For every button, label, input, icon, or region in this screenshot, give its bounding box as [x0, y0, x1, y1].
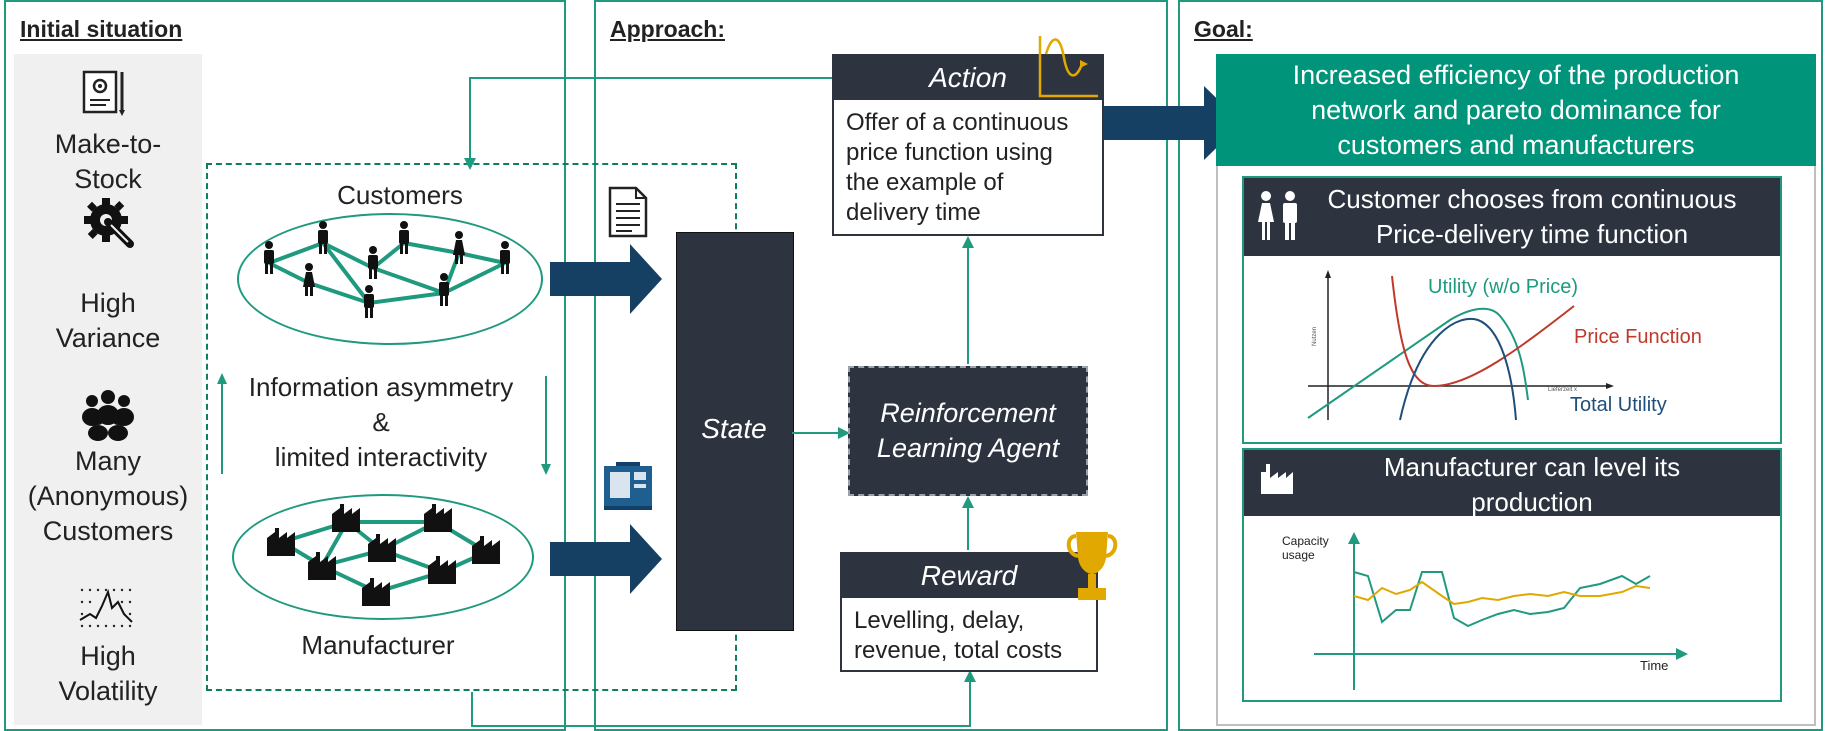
agent-to-action-arrow [962, 236, 974, 364]
feedback-arrow [464, 77, 832, 170]
initial-situation-heading: Initial situation [20, 16, 183, 42]
manufacturer-goal-line: production [1471, 487, 1593, 517]
time-axis-label: Time [1640, 658, 1669, 673]
customer-goal-card: Customer chooses from continuous Price-d… [1242, 176, 1782, 444]
sidebar-label-line: Stock [74, 164, 142, 194]
manufacturer-goal-line: Manufacturer can level its [1383, 452, 1681, 482]
capacity-usage-label: Capacity usage [1282, 534, 1329, 562]
sidebar-item-high-variance: High Variance [14, 286, 202, 356]
asymmetry-line: Information asymmetry [248, 372, 514, 402]
document-gear-icon [82, 70, 125, 116]
volatility-chart-icon [79, 588, 133, 628]
factory-icons [267, 504, 500, 606]
state-to-agent-arrow [792, 427, 850, 439]
price-function-label: Price Function [1574, 326, 1702, 348]
sidebar-label-line: High [80, 288, 136, 318]
sidebar-label-line: Make-to- [54, 129, 162, 159]
capacity-series-gold [1353, 580, 1651, 606]
information-asymmetry-text: Information asymmetry & limited interact… [228, 370, 534, 475]
sidebar-item-many-customers: Many (Anonymous) Customers [14, 444, 202, 549]
goal-summary-line: network and pareto dominance for [1311, 95, 1721, 125]
manufacturer-to-state-arrow [550, 524, 662, 594]
wrench-gear-icon [84, 198, 134, 248]
document-icon [608, 186, 648, 238]
goal-heading: Goal: [1194, 16, 1253, 42]
customers-ellipse [237, 213, 543, 345]
reward-box: Reward Levelling, delay, revenue, total … [840, 552, 1098, 672]
manufacturer-ellipse [232, 494, 534, 620]
customer-person-icons [264, 221, 510, 318]
sidebar-item-high-volatility: High Volatility [14, 639, 202, 709]
manufacturer-network-graph [267, 504, 500, 606]
agent-label-line: Learning Agent [876, 433, 1060, 463]
reward-feedback-line [471, 670, 976, 727]
utility-curve [1307, 307, 1529, 419]
action-title: Action [834, 56, 1102, 100]
reward-body-line: revenue, total costs [854, 637, 1063, 664]
rl-agent-box [848, 366, 1088, 496]
utility-chart [1307, 270, 1614, 421]
goal-summary-line: Increased efficiency of the production [1292, 60, 1740, 90]
price-curve-icon [1038, 36, 1098, 98]
customer-goal-header: Customer chooses from continuous Price-d… [1244, 178, 1780, 256]
customers-label: Customers [337, 180, 463, 210]
sidebar-label-line: Variance [55, 323, 161, 353]
reward-body: Levelling, delay, revenue, total costs [854, 606, 1088, 666]
price-curve [1391, 275, 1575, 388]
reward-body-line: Levelling, delay, [854, 607, 1025, 634]
manufacturer-label: Manufacturer [301, 630, 455, 660]
customers-to-state-arrow [550, 244, 662, 314]
customer-network-graph [264, 221, 510, 318]
state-label: State [701, 413, 767, 444]
sidebar-label-line: Many [74, 446, 142, 476]
reward-to-agent-arrow [962, 496, 974, 550]
utility-chart-y-axis-label: Nutzen [1312, 326, 1318, 346]
goal-content-frame [1216, 166, 1816, 726]
reward-title: Reward [842, 554, 1096, 598]
utility-label: Utility (w/o Price) [1428, 276, 1579, 298]
couple-icon [1258, 191, 1297, 240]
capacity-label-line: Capacity [1282, 534, 1329, 548]
goal-summary-banner: Increased efficiency of the production n… [1216, 54, 1816, 166]
sidebar-item-make-to-stock: Make-to- Stock [14, 127, 202, 197]
initial-situation-panel [4, 0, 566, 731]
trophy-icon [1066, 532, 1118, 600]
machine-icon [604, 462, 652, 510]
factory-icon [1261, 464, 1293, 494]
state-box [676, 232, 794, 631]
sidebar-label-line: High [80, 641, 136, 671]
rl-agent-label: Reinforcement Learning Agent [848, 396, 1088, 466]
sidebar-label-line: Volatility [58, 676, 158, 706]
asymmetry-line: & [372, 407, 390, 437]
action-body-line: delivery time [846, 199, 981, 226]
initial-situation-sidebar: Make-to- Stock High Variance Many (Ano [14, 54, 202, 725]
manufacturer-goal-header: Manufacturer can level its production [1244, 450, 1780, 517]
sidebar-label-line: (Anonymous) [27, 481, 189, 511]
manufacturer-goal-card: Manufacturer can level its production [1242, 448, 1782, 702]
action-body-line: the example of [846, 169, 1004, 196]
goal-summary-line: customers and manufacturers [1337, 130, 1695, 160]
action-to-goal-arrow [1104, 86, 1242, 160]
total-utility-curve [1399, 317, 1517, 421]
approach-heading: Approach: [610, 16, 725, 42]
action-body-line: price function using [846, 139, 1053, 166]
action-box: Action Offer of a continuous price funct… [832, 54, 1104, 236]
customer-goal-line: Customer chooses from continuous [1327, 184, 1737, 214]
capacity-label-line: usage [1282, 548, 1315, 562]
agent-label-line: Reinforcement [880, 398, 1056, 428]
total-utility-label: Total Utility [1570, 394, 1667, 416]
approach-panel [594, 0, 1168, 731]
utility-chart-x-axis-label: Lieferzeit x [1548, 387, 1578, 393]
asymmetry-line: limited interactivity [274, 442, 488, 472]
action-body: Offer of a continuous price function usi… [846, 108, 1094, 228]
goal-panel [1178, 0, 1823, 731]
action-body-line: Offer of a continuous [846, 109, 1069, 136]
group-people-icon [82, 390, 134, 441]
capacity-chart [1314, 532, 1688, 690]
sidebar-label-line: Customers [42, 516, 174, 546]
customer-goal-line: Price-delivery time function [1375, 219, 1689, 249]
asymmetry-arrows [217, 373, 551, 475]
capacity-series-teal [1353, 571, 1651, 628]
